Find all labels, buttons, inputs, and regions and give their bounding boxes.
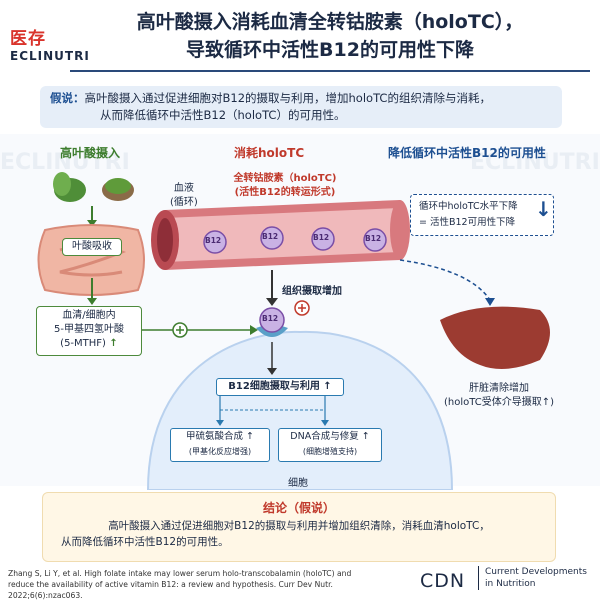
conclusion-title: 结论（假说） bbox=[262, 501, 335, 515]
hypothesis-label: 假说： bbox=[50, 91, 85, 105]
blood-line1: 血液 bbox=[173, 183, 194, 194]
holotc-level-line1: 循环中holoTC水平下降 bbox=[419, 201, 518, 212]
holotc-line1: 全转钴胺素（holoTC) bbox=[233, 173, 337, 184]
conclusion-box: 结论（假说） 高叶酸摄入通过促进细胞对B12的摄取与利用并增加组织清除，消耗血清… bbox=[42, 492, 556, 562]
holotc-line2: (活性B12的转运形式) bbox=[234, 187, 336, 198]
dna-box: DNA合成与修复 ↑ (细胞增殖支持) bbox=[278, 428, 382, 462]
logo-en: ECLINUTRI bbox=[10, 49, 90, 63]
journal-line2: in Nutrition bbox=[485, 579, 536, 589]
citation: Zhang S, Li Y, et al. High folate intake… bbox=[8, 568, 398, 601]
cell-uptake-label: B12细胞摄取与利用 bbox=[228, 381, 320, 392]
page-title: 高叶酸摄入消耗血清全转钴胺素（holoTC）， 导致循环中活性B12的可用性下降 bbox=[70, 8, 590, 64]
conclusion-line2: 从而降低循环中活性B12的可用性。 bbox=[61, 536, 229, 548]
methionine-line1: 甲硫氨酸合成 bbox=[186, 431, 244, 442]
blood-line2: (循环) bbox=[170, 197, 198, 208]
spinach-icon bbox=[53, 172, 86, 202]
watermark: ECLINUTRI bbox=[470, 150, 600, 175]
liver-clearance-label: 肝脏清除增加 (holoTC受体介导摄取↑) bbox=[424, 382, 574, 410]
b12-label: B12 bbox=[262, 232, 279, 241]
cell-icon bbox=[146, 330, 454, 490]
mthf-box: 血清/细胞内 5-甲基四氢叶酸 (5-MTHF) ↑ bbox=[36, 306, 142, 356]
methionine-line2: (甲基化反应增强) bbox=[188, 447, 252, 456]
citation-line2: reduce the availability of active vitami… bbox=[8, 580, 333, 600]
mthf-line3: (5-MTHF) bbox=[60, 338, 106, 349]
up-arrow-icon: ↑ bbox=[358, 431, 370, 442]
cell-uptake-box: B12细胞摄取与利用 ↑ bbox=[216, 378, 344, 396]
holotc-level-box: 循环中holoTC水平下降 = 活性B12可用性下降 ↓ bbox=[410, 194, 554, 236]
dna-line1: DNA合成与修复 bbox=[290, 431, 359, 442]
b12-label: B12 bbox=[262, 314, 279, 323]
up-arrow-icon: ↑ bbox=[319, 381, 332, 392]
journal-name: Current Developments in Nutrition bbox=[478, 566, 587, 590]
column-heading-right: 降低循环中活性B12的可用性 bbox=[388, 146, 546, 160]
watermark: ECLINUTRI bbox=[0, 150, 130, 175]
leafy-greens-icon bbox=[102, 178, 134, 201]
up-arrow-icon: ↑ bbox=[105, 338, 118, 349]
liver-icon bbox=[440, 306, 550, 369]
b12-label: B12 bbox=[205, 236, 222, 245]
logo: 医存 ECLINUTRI bbox=[10, 24, 90, 66]
conclusion-line1: 高叶酸摄入通过促进细胞对B12的摄取与利用并增加组织清除，消耗血清holoTC， bbox=[108, 520, 490, 532]
plus-icon bbox=[294, 300, 310, 316]
hypothesis-line2: 从而降低循环中活性B12（holoTC）的可用性。 bbox=[100, 108, 346, 122]
citation-line1: Zhang S, Li Y, et al. High folate intake… bbox=[8, 569, 352, 578]
column-heading-left: 高叶酸摄入 bbox=[60, 146, 121, 160]
title-divider bbox=[70, 70, 590, 72]
mthf-line1: 血清/细胞内 bbox=[62, 310, 116, 321]
dna-line2: (细胞增殖支持) bbox=[302, 447, 358, 456]
down-arrow-icon: ↓ bbox=[535, 197, 552, 221]
methionine-box: 甲硫氨酸合成 ↑ (甲基化反应增强) bbox=[170, 428, 270, 462]
hypothesis-box: 假说：高叶酸摄入通过促进细胞对B12的摄取与利用，增加holoTC的组织清除与消… bbox=[40, 86, 562, 128]
journal-abbr: CDN bbox=[420, 570, 466, 592]
mthf-line2: 5-甲基四氢叶酸 bbox=[54, 324, 124, 335]
folate-absorption-label: 叶酸吸收 bbox=[62, 238, 122, 256]
cell-label: 细胞 bbox=[288, 478, 308, 489]
tissue-uptake-label: 组织摄取增加 bbox=[282, 286, 342, 297]
title-line1: 高叶酸摄入消耗血清全转钴胺素（holoTC）， bbox=[136, 11, 524, 33]
holotc-label: 全转钴胺素（holoTC) (活性B12的转运形式) bbox=[230, 172, 340, 200]
blood-label: 血液 (循环) bbox=[170, 182, 198, 210]
column-heading-middle: 消耗holoTC bbox=[234, 146, 305, 160]
b12-label: B12 bbox=[365, 234, 382, 243]
hypothesis-line1: 高叶酸摄入通过促进细胞对B12的摄取与利用，增加holoTC的组织清除与消耗， bbox=[84, 91, 491, 105]
liver-line2: (holoTC受体介导摄取↑) bbox=[443, 397, 555, 408]
logo-cn: 医存 bbox=[10, 29, 46, 49]
holotc-molecule-icon bbox=[203, 226, 387, 254]
b12-label: B12 bbox=[313, 233, 330, 242]
liver-line1: 肝脏清除增加 bbox=[469, 383, 529, 394]
journal-line1: Current Developments bbox=[485, 567, 587, 577]
holotc-level-line2: = 活性B12可用性下降 bbox=[419, 217, 516, 228]
title-line2: 导致循环中活性B12的可用性下降 bbox=[186, 39, 474, 61]
up-arrow-icon: ↑ bbox=[243, 431, 254, 442]
